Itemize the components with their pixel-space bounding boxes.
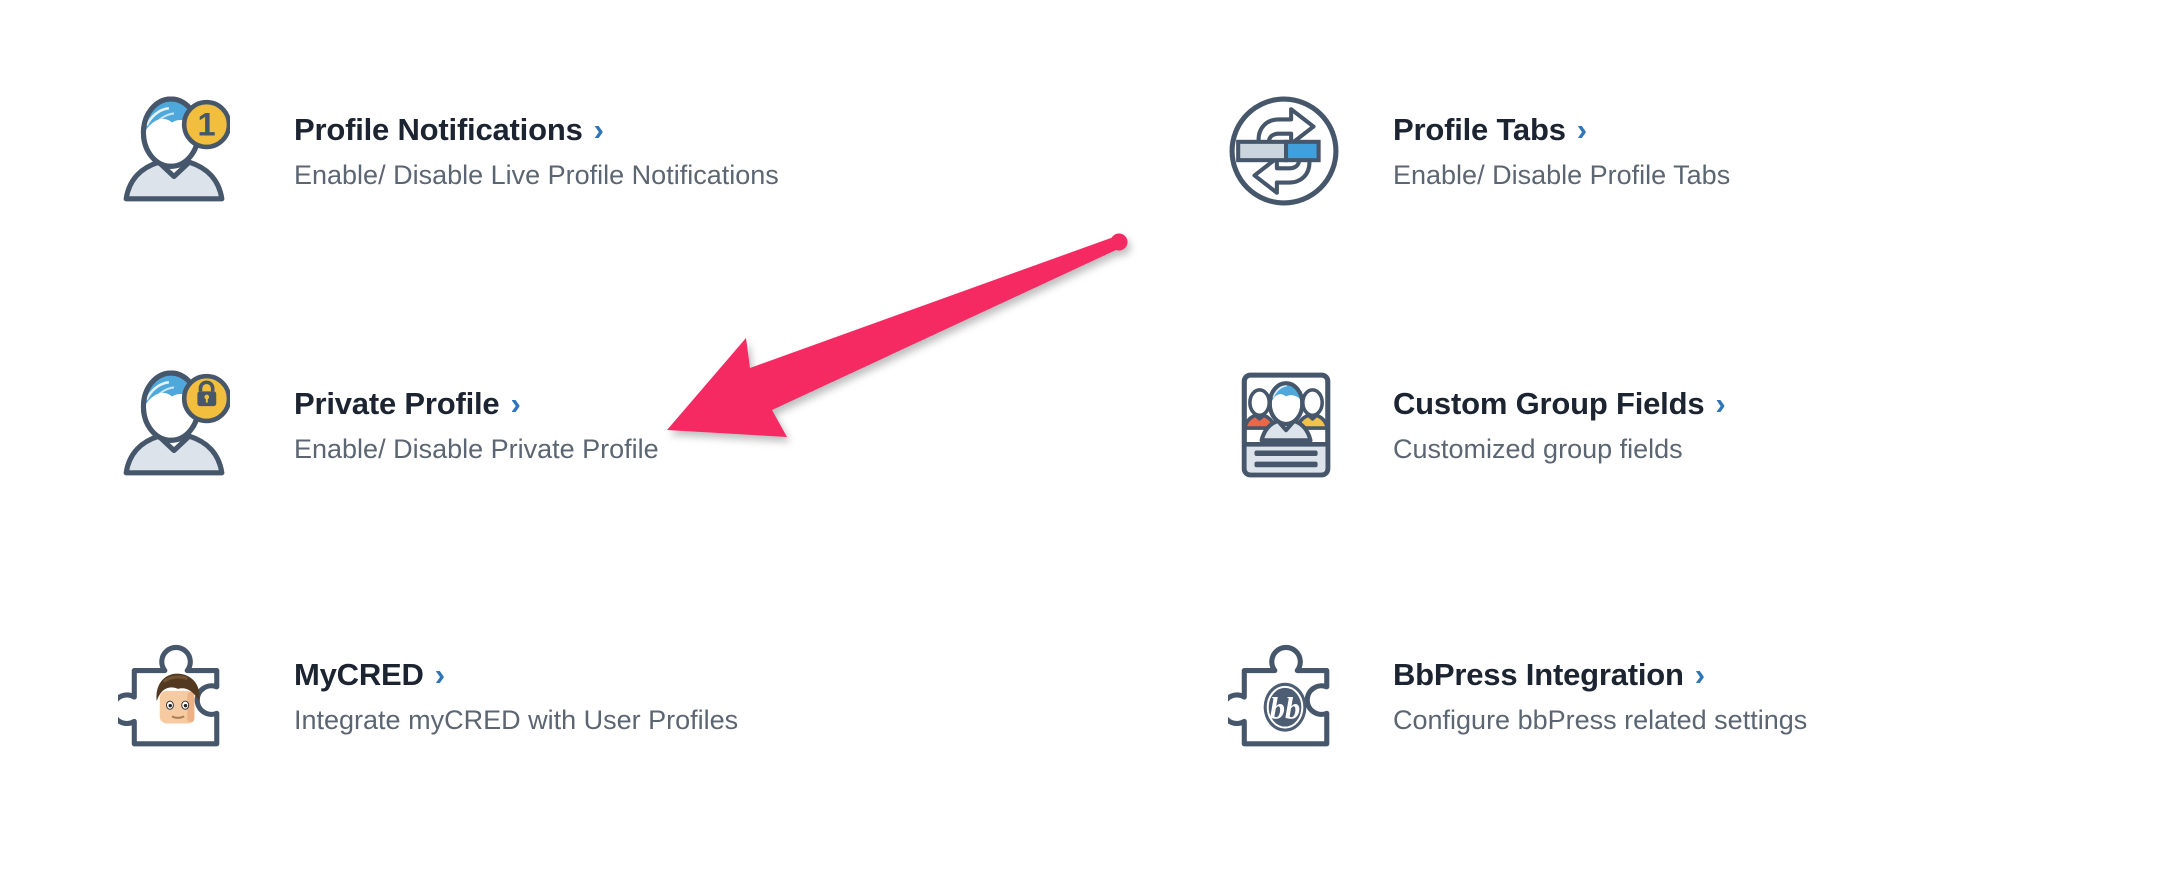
item-title: Custom Group Fields	[1393, 386, 1705, 421]
item-title: BbPress Integration	[1393, 657, 1684, 692]
item-title-link[interactable]: BbPress Integration ›	[1393, 656, 1807, 694]
puzzle-bbpress-icon: bb	[1228, 640, 1340, 752]
puzzle-face-icon	[118, 640, 230, 752]
item-title: Private Profile	[294, 386, 500, 421]
chevron-right-icon: ›	[434, 657, 446, 692]
item-title: Profile Notifications	[294, 112, 583, 147]
group-card-icon	[1228, 369, 1340, 481]
chevron-right-icon: ›	[510, 386, 521, 421]
item-description: Configure bbPress related settings	[1393, 705, 1808, 735]
setting-item-bbpress-integration[interactable]: bb BbPress Integration › Configure bbPre…	[1228, 640, 1807, 752]
chevron-right-icon: ›	[1576, 112, 1588, 147]
chevron-right-icon: ›	[1694, 657, 1706, 692]
setting-item-mycred[interactable]: MyCRED › Integrate myCRED with User Prof…	[118, 640, 738, 752]
setting-item-profile-tabs[interactable]: Profile Tabs › Enable/ Disable Profile T…	[1228, 95, 1730, 207]
item-title-link[interactable]: Custom Group Fields ›	[1393, 385, 1726, 423]
item-title-link[interactable]: Profile Notifications ›	[294, 111, 779, 149]
chevron-right-icon: ›	[593, 112, 604, 147]
item-title-link[interactable]: Profile Tabs ›	[1393, 111, 1730, 149]
person-lock-icon	[118, 369, 230, 481]
setting-item-profile-notifications[interactable]: 1 Profile Notifications › Enable/ Disabl…	[118, 95, 779, 207]
item-description: Enable/ Disable Private Profile	[294, 434, 659, 464]
item-description: Enable/ Disable Live Profile Notificatio…	[294, 160, 779, 190]
setting-item-custom-group-fields[interactable]: Custom Group Fields › Customized group f…	[1228, 369, 1726, 481]
item-title-link[interactable]: Private Profile ›	[294, 385, 659, 423]
person-notification-icon: 1	[118, 95, 230, 207]
item-title: MyCRED	[294, 657, 424, 692]
notification-count: 1	[198, 107, 216, 143]
setting-item-private-profile[interactable]: Private Profile › Enable/ Disable Privat…	[118, 369, 659, 481]
lock-glyph	[197, 380, 217, 407]
item-description: Integrate myCRED with User Profiles	[294, 705, 739, 735]
item-description: Customized group fields	[1393, 434, 1683, 464]
item-description: Enable/ Disable Profile Tabs	[1393, 160, 1731, 190]
item-title-link[interactable]: MyCRED ›	[294, 656, 738, 694]
chevron-right-icon: ›	[1715, 386, 1726, 421]
bbpress-logo-text: bb	[1270, 691, 1301, 725]
item-title: Profile Tabs	[1393, 112, 1566, 147]
profile-tabs-sync-icon	[1228, 95, 1340, 207]
